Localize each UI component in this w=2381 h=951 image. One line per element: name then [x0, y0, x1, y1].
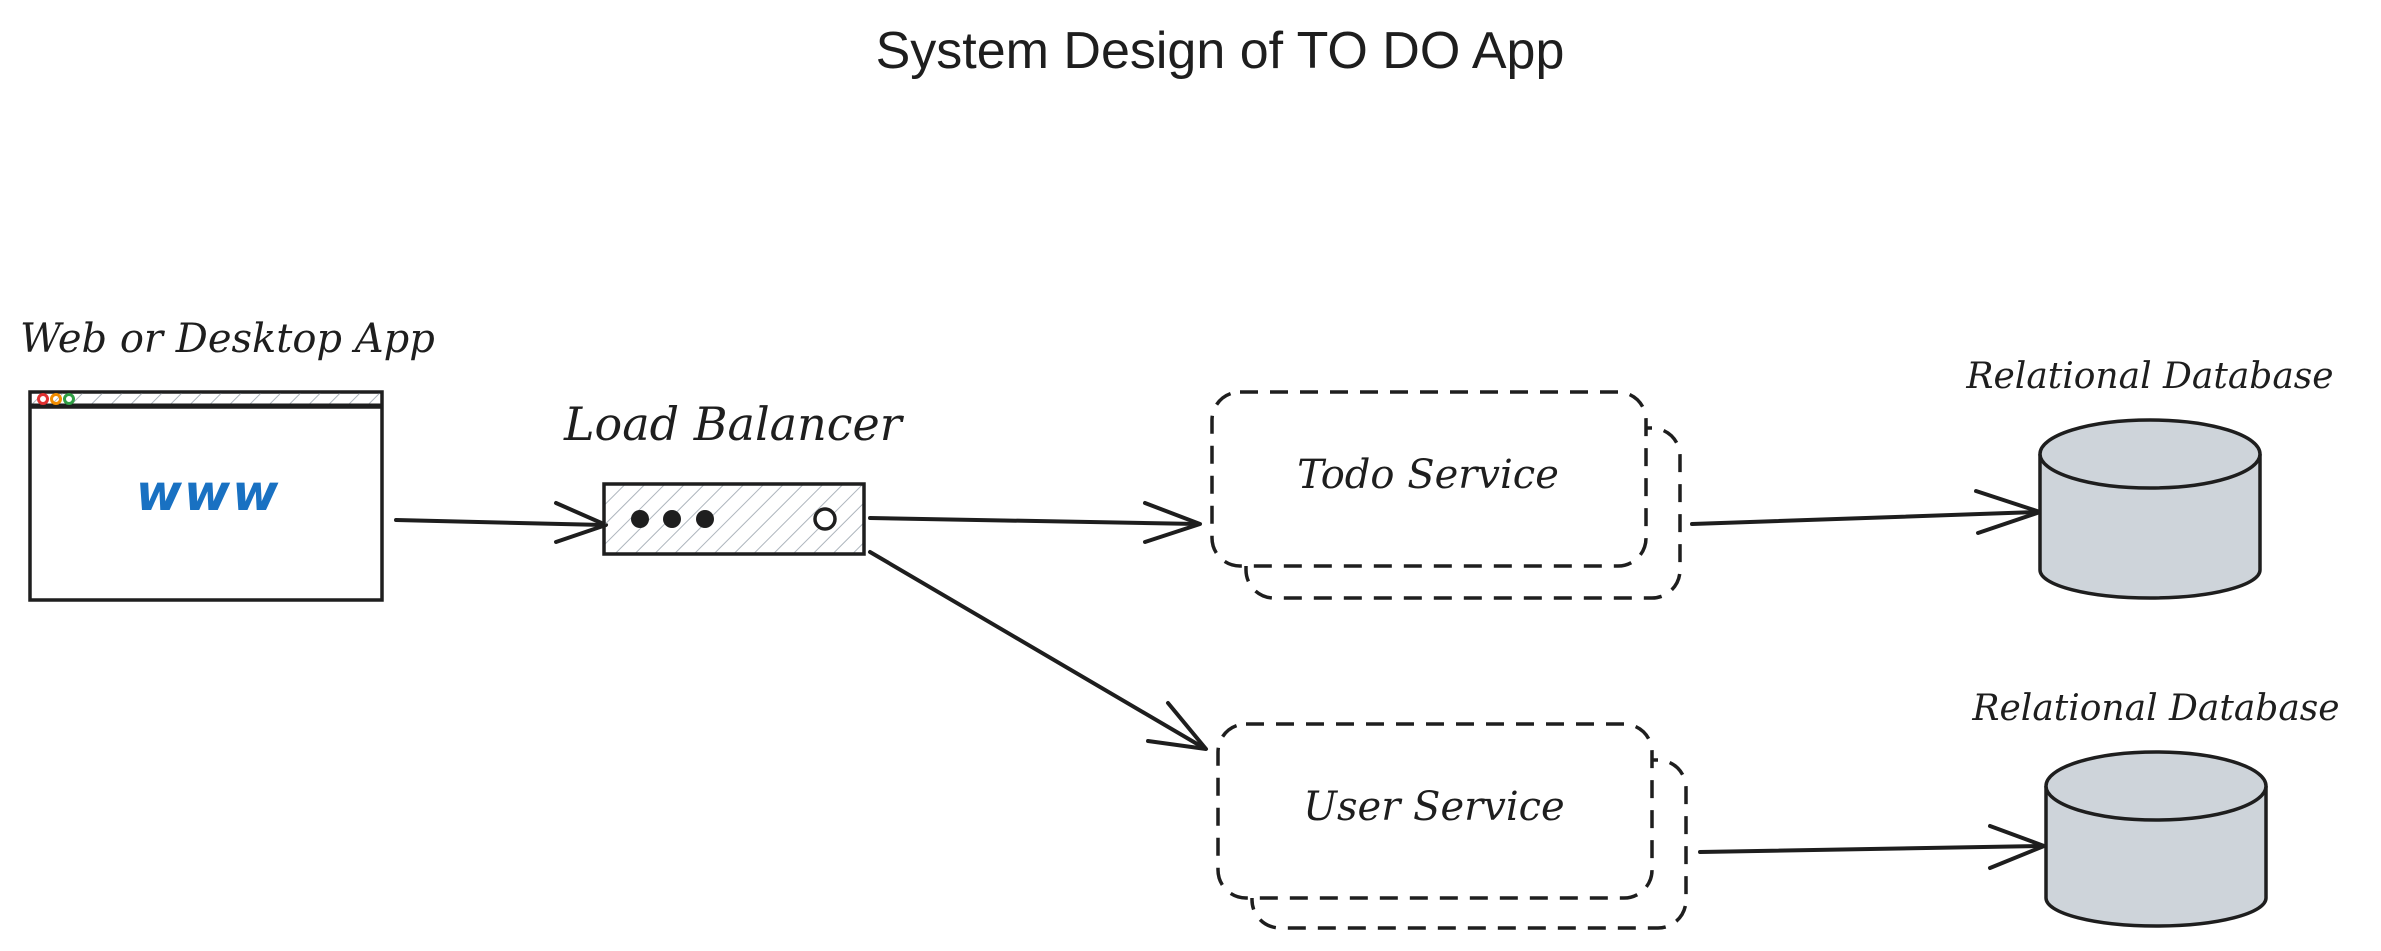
client-label: Web or Desktop App — [20, 316, 435, 362]
window-maximize-dot — [63, 393, 75, 405]
database-icon — [2044, 750, 2268, 928]
user-service-node: User Service — [1216, 722, 1688, 930]
arrow-load-balancer-to-user-service — [868, 550, 1208, 751]
user-service-label: User Service — [1303, 784, 1564, 830]
todo-service-node: Todo Service — [1210, 390, 1682, 600]
arrow-client-to-load-balancer — [394, 501, 608, 544]
window-minimize-dot — [50, 393, 62, 405]
page-title: System Design of TO DO App — [876, 22, 1565, 80]
arrow-todo-service-to-database — [1690, 489, 2042, 535]
window-close-dot — [37, 393, 49, 405]
database-label-user: Relational Database — [1971, 688, 2339, 729]
database-label-todo: Relational Database — [1965, 356, 2333, 397]
load-balancer-icon — [602, 482, 866, 556]
www-text: www — [136, 464, 281, 522]
arrow-load-balancer-to-todo-service — [868, 501, 1202, 544]
database-icon — [2038, 418, 2262, 600]
todo-service-label: Todo Service — [1297, 452, 1559, 498]
load-balancer-label: Load Balancer — [563, 397, 905, 451]
browser-window-icon: www — [28, 390, 384, 602]
arrow-user-service-to-database — [1698, 824, 2046, 870]
